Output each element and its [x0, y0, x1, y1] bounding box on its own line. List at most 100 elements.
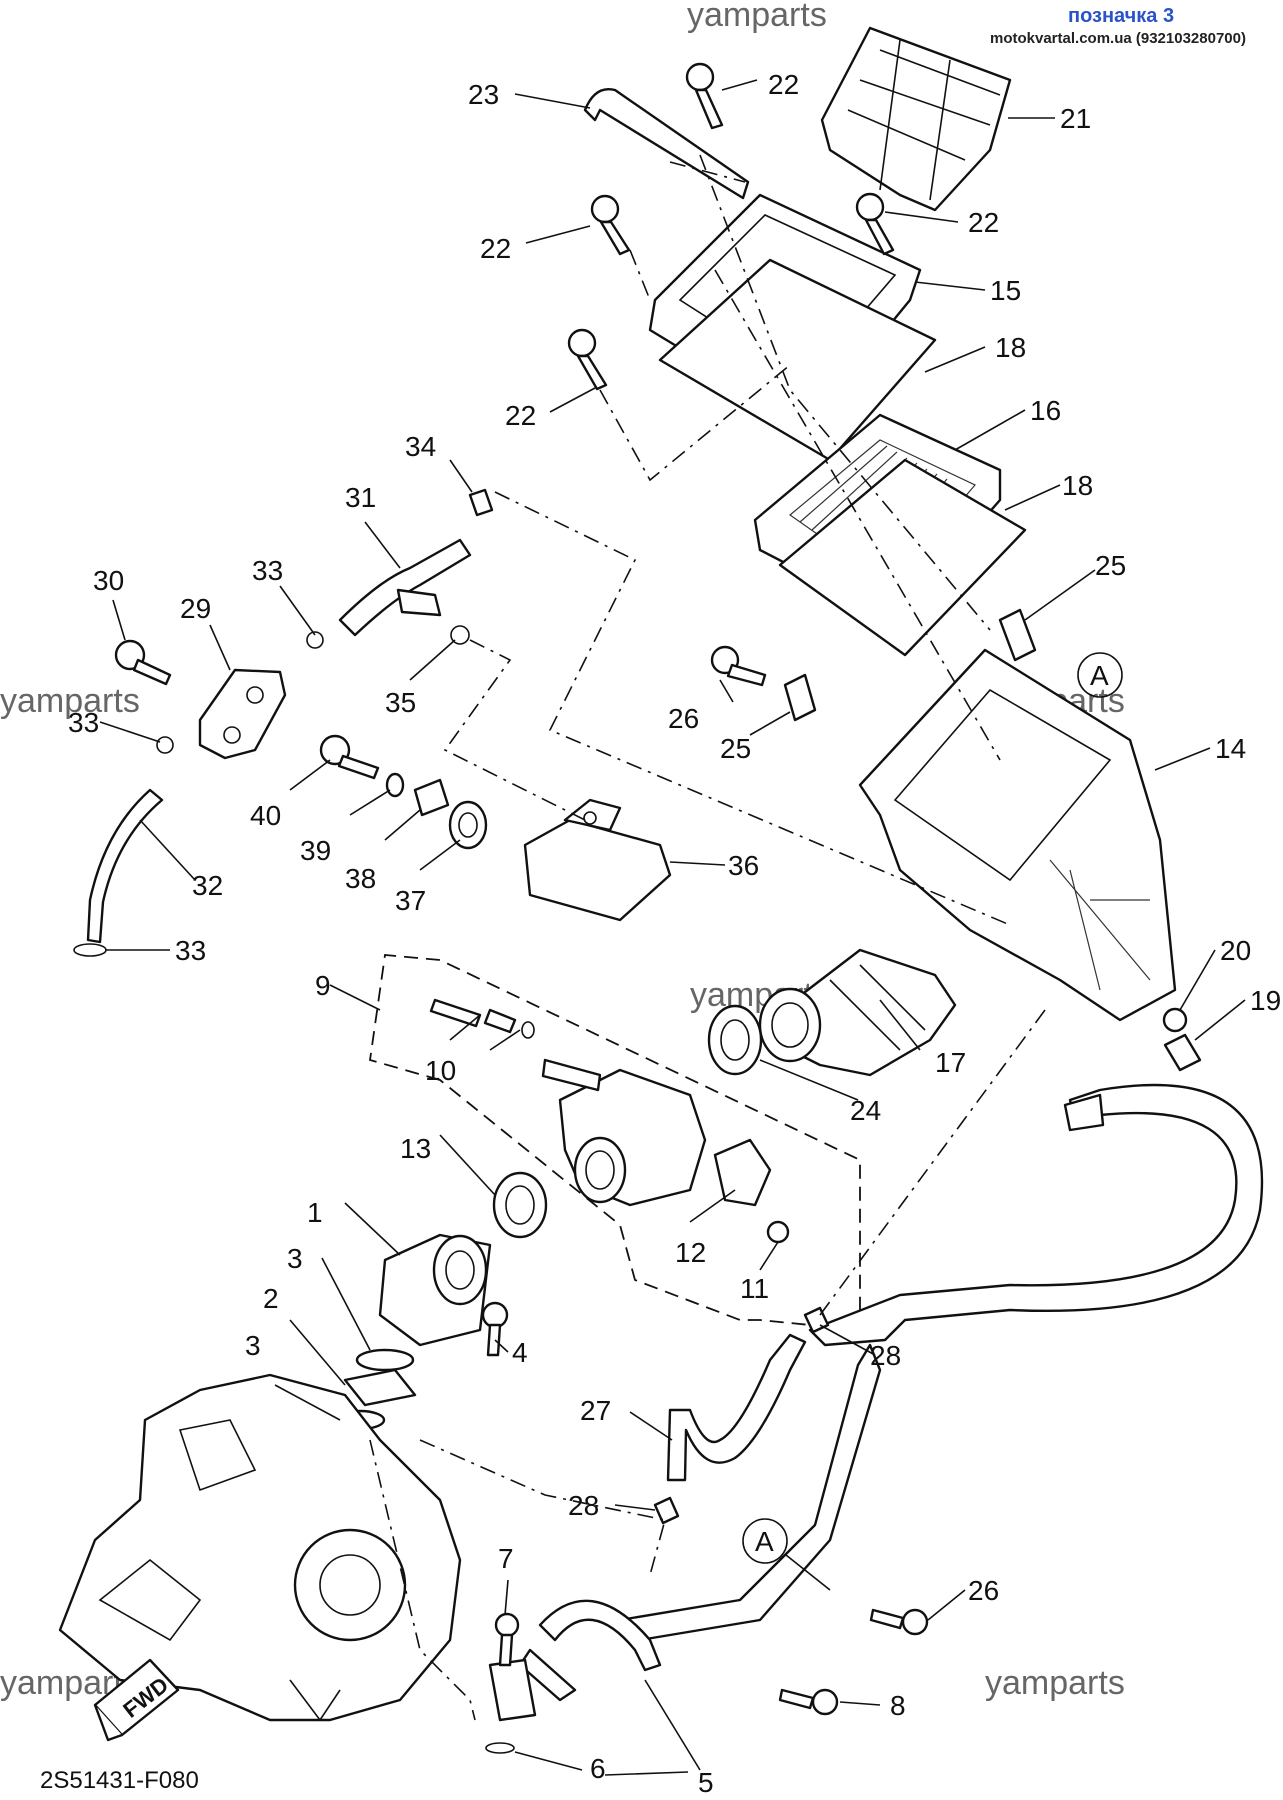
joint-1: [378, 1233, 492, 1347]
bolt-26: [869, 1608, 929, 1636]
callout-26: 26: [668, 703, 699, 734]
callout-20: 20: [1220, 935, 1251, 966]
throttle-body-9: [541, 1058, 707, 1207]
clip-25: [783, 673, 817, 722]
clip-25: [998, 608, 1037, 662]
clamp-13: [492, 1171, 548, 1239]
callout-12: 12: [675, 1237, 706, 1268]
plug-19: [1163, 1033, 1202, 1072]
callout-39: 39: [300, 835, 331, 866]
airbox-14: [858, 648, 1177, 1022]
washer-39: [385, 772, 405, 798]
svg-text:A: A: [755, 1526, 774, 1557]
corner-site: motokvartal.com.ua (932103280700): [990, 30, 1246, 47]
insulator-2: [343, 1368, 417, 1407]
callout-22: 22: [768, 69, 799, 100]
callout-3: 3: [245, 1330, 261, 1361]
bolt-30: [114, 639, 172, 686]
callout-33: 33: [252, 555, 283, 586]
bolt-22: [685, 62, 724, 130]
callout-33: 33: [175, 935, 206, 966]
bolt-40: [319, 734, 380, 780]
callout-19: 19: [1250, 985, 1281, 1016]
callout-6: 6: [590, 1753, 606, 1784]
box-36: [523, 798, 672, 922]
callout-36: 36: [728, 850, 759, 881]
callout-13: 13: [400, 1133, 431, 1164]
callout-37: 37: [395, 885, 426, 916]
bolt-22: [567, 328, 608, 391]
bolt-7: [494, 1612, 520, 1667]
diagram-code: 2S51431-F080: [40, 1767, 199, 1794]
callout-7: 7: [498, 1543, 514, 1574]
hose-32: [86, 788, 164, 944]
ref-marker-a: A: [1077, 652, 1123, 698]
ref-marker-a: A: [742, 1518, 788, 1564]
callout-18: 18: [995, 332, 1026, 363]
pipe-31: [338, 538, 472, 637]
valve-29: [198, 668, 287, 760]
callout-10: 10: [425, 1055, 456, 1086]
callout-40: 40: [250, 800, 281, 831]
callout-17: 17: [935, 1047, 966, 1078]
clamp-33: [73, 943, 107, 957]
callout-26: 26: [968, 1575, 999, 1606]
callout-27: 27: [580, 1395, 611, 1426]
callout-33: 33: [68, 707, 99, 738]
air-duct-21: [820, 26, 1012, 212]
screw-10: [429, 998, 482, 1028]
sensor-12: [713, 1138, 772, 1207]
callout-18: 18: [1062, 470, 1093, 501]
callout-30: 30: [93, 565, 124, 596]
callout-32: 32: [192, 870, 223, 901]
spring-10: [483, 1008, 517, 1034]
callout-21: 21: [1060, 103, 1091, 134]
oring-10: [521, 1021, 535, 1039]
callout-16: 16: [1030, 395, 1061, 426]
bolt-22: [590, 194, 631, 256]
callout-28: 28: [870, 1340, 901, 1371]
screw-11: [766, 1220, 790, 1244]
callout-11: 11: [740, 1273, 769, 1304]
corner-badge: позначка 3: [1068, 5, 1174, 27]
bolt-26: [710, 645, 767, 687]
gasket-18a: [658, 258, 937, 462]
gasket-18b: [778, 458, 1027, 657]
hose-27: [666, 1333, 807, 1482]
callout-22: 22: [968, 207, 999, 238]
clamp-24: [707, 1004, 763, 1076]
callout-29: 29: [180, 593, 211, 624]
clip-28: [653, 1496, 680, 1525]
callout-1: 1: [307, 1197, 323, 1228]
callout-34: 34: [405, 431, 436, 462]
clip-34: [468, 488, 494, 517]
svg-text:A: A: [1090, 660, 1109, 691]
callout-22: 22: [505, 400, 536, 431]
callout-38: 38: [345, 863, 376, 894]
grommet-37: [448, 800, 488, 850]
clamp-33: [306, 631, 324, 649]
callout-35: 35: [385, 687, 416, 718]
hose-5: [618, 1083, 1264, 1642]
joint-17: [758, 948, 957, 1077]
callout-2: 2: [263, 1283, 279, 1314]
callout-5: 5: [698, 1767, 714, 1798]
callout-25: 25: [1095, 550, 1126, 581]
callout-24: 24: [850, 1095, 881, 1126]
bolt-8: [778, 1688, 839, 1716]
oring-3: [355, 1348, 415, 1372]
collar-38: [413, 778, 450, 817]
callout-22: 22: [480, 233, 511, 264]
callout-28: 28: [568, 1490, 599, 1521]
callout-3: 3: [287, 1243, 303, 1274]
fwd-arrow-icon: FWD: [93, 1658, 180, 1742]
callout-15: 15: [990, 275, 1021, 306]
callout-14: 14: [1215, 733, 1246, 764]
callout-8: 8: [890, 1690, 906, 1721]
callout-31: 31: [345, 482, 376, 513]
callout-9: 9: [315, 970, 331, 1001]
engine-head: [58, 1373, 462, 1722]
watermark: yamparts: [985, 1664, 1125, 1702]
watermark: yamparts: [0, 682, 140, 720]
